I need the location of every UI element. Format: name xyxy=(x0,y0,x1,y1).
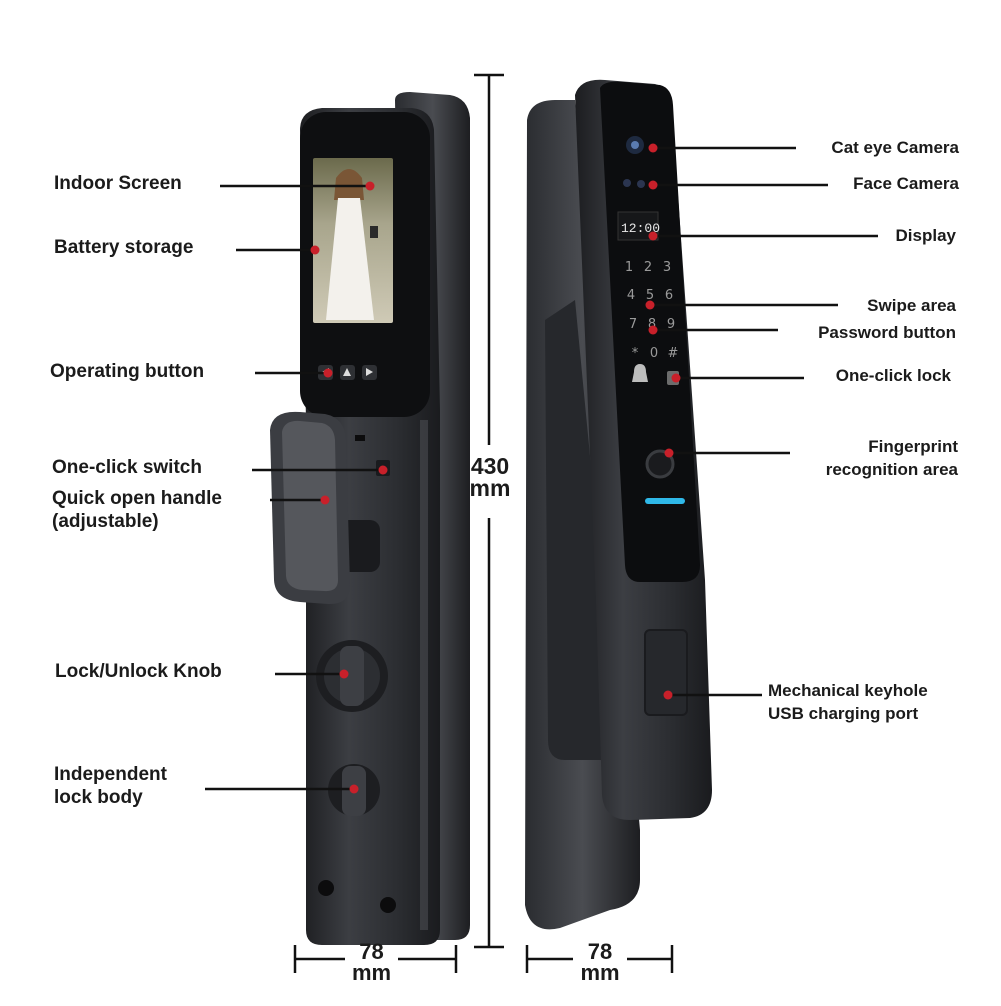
callout-dot-quick-open-handle xyxy=(320,495,330,505)
bell-icon xyxy=(632,364,648,382)
dimension-width-left-unit: mm xyxy=(351,959,392,985)
screen-person xyxy=(326,169,378,320)
dimension-width-left-value: 78 xyxy=(359,939,384,964)
label-independent-lock-body: Independent lock body xyxy=(54,763,167,809)
fingerprint-sensor xyxy=(645,449,675,479)
label-keyhole-line1: Mechanical keyhole xyxy=(768,681,928,700)
keypad-key: 8 xyxy=(648,317,656,332)
keypad-key: * xyxy=(632,346,639,361)
quick-open-handle xyxy=(270,411,380,605)
dimension-height-unit: mm xyxy=(469,474,511,501)
label-password-button: Password button xyxy=(818,323,956,342)
keyhole-cover xyxy=(644,629,688,716)
callout-dot-keyhole xyxy=(663,690,673,700)
label-one-click-switch: One-click switch xyxy=(52,457,202,478)
label-independent-line1: Independent xyxy=(54,764,167,785)
dimension-height: 430 mm xyxy=(462,453,518,501)
callout-dot-cat-eye-camera xyxy=(648,143,658,153)
label-operating-button: Operating button xyxy=(50,361,205,382)
label-keyhole: Mechanical keyhole USB charging port xyxy=(768,679,928,725)
callout-dot-password-button xyxy=(648,325,658,335)
callout-dot-face-camera xyxy=(648,180,658,190)
callout-lines xyxy=(205,146,878,791)
label-quick-open-handle: Quick open handle (adjustable) xyxy=(52,487,222,533)
callout-dot-lock-unlock-knob xyxy=(339,669,349,679)
callout-dot-operating-button xyxy=(323,368,333,378)
label-keyhole-line2: USB charging port xyxy=(768,704,919,723)
label-one-click-lock: One-click lock xyxy=(835,366,951,385)
display-time: 12:00 xyxy=(621,221,660,236)
callout-dot-swipe-area xyxy=(645,300,655,310)
keypad-key: 2 xyxy=(644,260,652,275)
outdoor-handle xyxy=(545,300,605,760)
callout-dot-one-click-switch xyxy=(378,465,388,475)
label-fingerprint: Fingerprint recognition area xyxy=(826,435,958,481)
keypad-key: 9 xyxy=(667,317,675,332)
label-cat-eye-camera: Cat eye Camera xyxy=(831,138,959,157)
label-swipe-area: Swipe area xyxy=(867,296,956,315)
callout-dot-independent-lock-body xyxy=(349,784,359,794)
callout-dot-battery-storage xyxy=(310,245,320,255)
dimension-width-right: 78 mm xyxy=(573,939,627,985)
dimension-width-right-value: 78 xyxy=(587,939,613,964)
callout-dot-fingerprint xyxy=(664,448,674,458)
dimension-height-value: 430 xyxy=(470,453,510,479)
screw-right xyxy=(380,897,396,913)
callout-dot-one-click-lock xyxy=(671,373,681,383)
callout-dots xyxy=(310,143,681,794)
callout-dot-indoor-screen xyxy=(365,181,375,191)
label-quick-open-handle-line2: (adjustable) xyxy=(52,511,159,532)
label-face-camera: Face Camera xyxy=(853,174,959,193)
keypad-key: 5 xyxy=(646,288,654,303)
keypad-key: 0 xyxy=(650,346,658,361)
keypad-key: 1 xyxy=(625,260,633,275)
callout-dot-display xyxy=(648,231,658,241)
label-display: Display xyxy=(895,226,956,245)
screw-left xyxy=(318,880,334,896)
status-light xyxy=(645,498,685,504)
indoor-lock xyxy=(270,92,470,945)
label-fingerprint-line1: Fingerprint xyxy=(868,437,958,456)
dimension-width-right-unit: mm xyxy=(580,959,620,985)
dimension-width-left: 78 mm xyxy=(345,939,398,985)
keypad-key: 6 xyxy=(665,288,673,303)
keypad-key: 7 xyxy=(629,317,637,332)
lock-unlock-knob xyxy=(316,640,388,712)
label-fingerprint-line2: recognition area xyxy=(825,460,958,479)
dimension-lines xyxy=(293,73,674,973)
label-quick-open-handle-line1: Quick open handle xyxy=(52,488,222,509)
keypad-key: # xyxy=(668,346,679,361)
keypad-key: 4 xyxy=(627,288,635,303)
label-lock-unlock-knob: Lock/Unlock Knob xyxy=(55,661,222,682)
label-battery-storage: Battery storage xyxy=(54,237,194,258)
label-indoor-screen: Indoor Screen xyxy=(54,173,182,194)
label-independent-line2: lock body xyxy=(54,787,143,808)
keypad-key: 3 xyxy=(663,260,671,275)
